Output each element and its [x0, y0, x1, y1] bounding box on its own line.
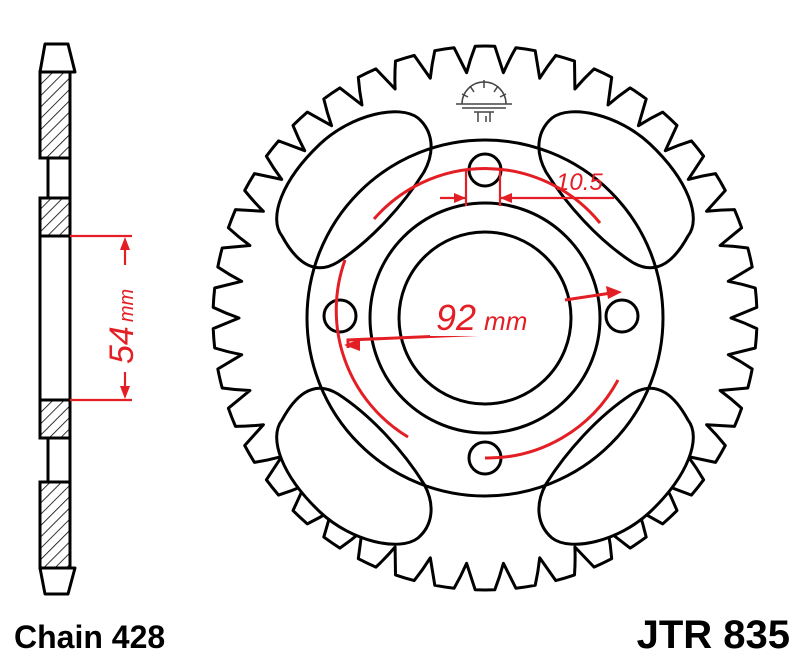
- hub-outer-ring: [305, 138, 665, 498]
- cutout-upper-right: [537, 110, 695, 270]
- cutout-upper-left: [275, 110, 433, 270]
- bolt-hole-label: 10.5: [556, 169, 603, 196]
- profile-center-bore: [38, 234, 72, 402]
- cutout-lower-left: [275, 386, 433, 546]
- part-number-label: JTR 835: [637, 613, 790, 657]
- bolt-hole-right: [604, 298, 640, 334]
- dimension-54mm: [70, 234, 132, 402]
- pcd-arrows: [344, 286, 622, 351]
- chain-size-label: Chain 428: [14, 619, 165, 655]
- bolt-hole-left: [322, 298, 358, 334]
- profile-upper-ring: [38, 196, 72, 238]
- profile-lower-web: [38, 480, 72, 570]
- profile-top-tooth: [38, 42, 77, 74]
- profile-lower-notch: [46, 436, 72, 484]
- dimension-54-label: 54mm: [103, 289, 141, 364]
- profile-bottom-tooth: [38, 566, 77, 596]
- profile-lower-ring: [38, 398, 72, 440]
- side-profile-view: 54mm: [38, 42, 141, 596]
- profile-upper-notch: [46, 156, 72, 200]
- manufacturer-logo-icon: [456, 80, 512, 122]
- cutout-lower-right: [537, 386, 695, 546]
- lightening-cutouts: [275, 110, 695, 546]
- pcd-label-backdrop: [430, 292, 550, 336]
- profile-upper-web: [38, 70, 72, 160]
- bolt-hole-dimension: [440, 170, 614, 206]
